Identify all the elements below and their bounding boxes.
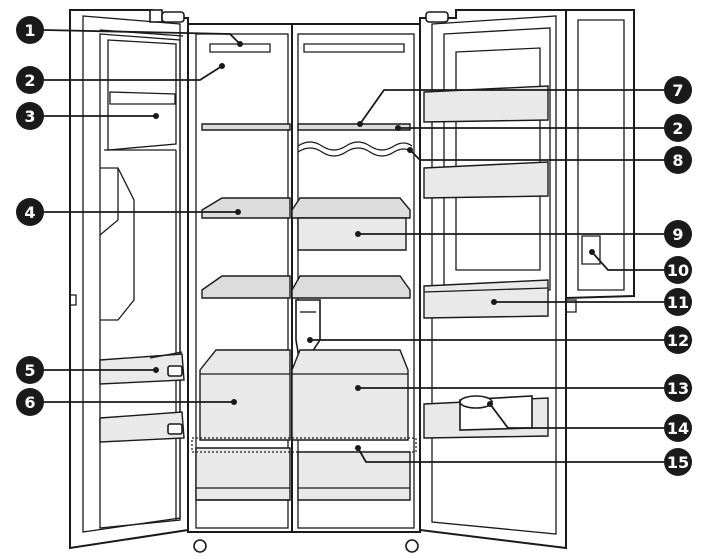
svg-text:13: 13 <box>667 379 689 398</box>
svg-text:10: 10 <box>667 261 689 280</box>
leader-lines <box>43 29 664 463</box>
svg-text:7: 7 <box>672 81 683 100</box>
svg-text:11: 11 <box>667 293 689 312</box>
callout-badges: 1 2 3 4 5 6 7 2 <box>16 16 692 476</box>
svg-text:5: 5 <box>24 361 35 380</box>
callout-4: 4 <box>16 198 44 226</box>
svg-text:9: 9 <box>672 225 683 244</box>
callout-7: 7 <box>664 76 692 104</box>
callout-3: 3 <box>16 102 44 130</box>
callout-2-right: 2 <box>664 114 692 142</box>
callout-5: 5 <box>16 356 44 384</box>
callout-13: 13 <box>664 374 692 402</box>
freezer-compartment <box>187 23 293 553</box>
svg-text:2: 2 <box>672 119 683 138</box>
svg-text:2: 2 <box>24 71 35 90</box>
svg-text:6: 6 <box>24 393 35 412</box>
callout-8: 8 <box>664 146 692 174</box>
freezer-door <box>69 9 189 550</box>
callout-15: 15 <box>664 448 692 476</box>
callout-1: 1 <box>16 16 44 44</box>
fridge-compartment <box>191 23 421 553</box>
svg-text:8: 8 <box>672 151 683 170</box>
callout-2: 2 <box>16 66 44 94</box>
callout-6: 6 <box>16 388 44 416</box>
callout-11: 11 <box>664 288 692 316</box>
svg-text:4: 4 <box>24 203 35 222</box>
callout-12: 12 <box>664 326 692 354</box>
callout-14: 14 <box>664 414 692 442</box>
svg-text:1: 1 <box>24 21 35 40</box>
callout-10: 10 <box>664 256 692 284</box>
svg-text:3: 3 <box>24 107 35 126</box>
svg-text:12: 12 <box>667 331 689 350</box>
svg-text:14: 14 <box>667 419 689 438</box>
svg-text:15: 15 <box>667 453 689 472</box>
callout-9: 9 <box>664 220 692 248</box>
leader-dots <box>153 41 595 451</box>
